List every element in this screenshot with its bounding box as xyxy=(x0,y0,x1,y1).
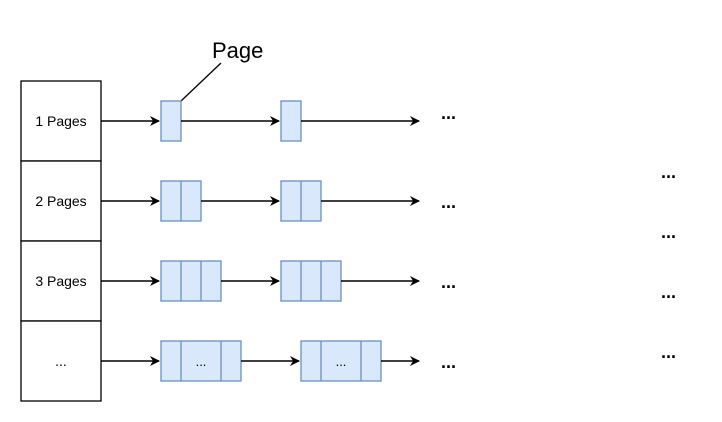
right-dots-3: ... xyxy=(661,282,676,302)
callout-label: Page xyxy=(212,38,263,63)
right-dots-2: ... xyxy=(661,222,676,242)
right-dots-4: ... xyxy=(661,342,676,362)
row-1-block-1 xyxy=(160,100,182,142)
row-more-block-2-label: ... xyxy=(336,354,347,369)
row-label-2: 2 Pages xyxy=(35,193,86,209)
page-callout: Page xyxy=(180,38,263,102)
callout-leader-line xyxy=(180,62,222,102)
row-label-1: 1 Pages xyxy=(35,113,86,129)
row-3-block-2 xyxy=(280,260,342,302)
row-3-block-1 xyxy=(160,260,222,302)
row-more-trailing-dots: ... xyxy=(441,352,456,372)
row-more-block-2 xyxy=(300,340,382,382)
row-3: ... xyxy=(101,260,456,302)
row-more-block-1-label: ... xyxy=(196,354,207,369)
right-continuation-dots: ... ... ... ... xyxy=(661,162,676,362)
row-label-more: ... xyxy=(55,353,67,369)
row-2: ... xyxy=(101,180,456,222)
right-dots-1: ... xyxy=(661,162,676,182)
row-more: ... ... ... xyxy=(101,340,456,382)
size-class-cell-1 xyxy=(20,80,102,162)
row-more-block-1 xyxy=(160,340,242,382)
row-label-3: 3 Pages xyxy=(35,273,86,289)
row-1: ... xyxy=(101,100,456,142)
row-1-block-2 xyxy=(280,100,302,142)
row-3-trailing-dots: ... xyxy=(441,272,456,292)
size-class-cell-3 xyxy=(20,240,102,322)
row-2-trailing-dots: ... xyxy=(441,192,456,212)
size-class-column: 1 Pages 2 Pages 3 Pages ... xyxy=(20,80,102,402)
row-1-trailing-dots: ... xyxy=(441,103,456,123)
size-class-cell-2 xyxy=(20,160,102,242)
